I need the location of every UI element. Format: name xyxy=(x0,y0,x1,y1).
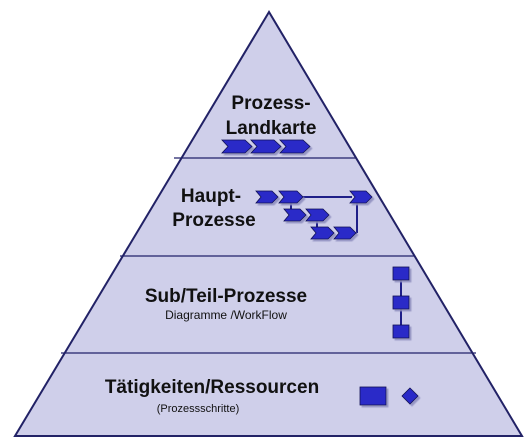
level-taetigkeiten-ressourcen: Tätigkeiten/Ressourcen (Prozessschritte) xyxy=(105,377,419,415)
level-4-title: Tätigkeiten/Ressourcen xyxy=(105,377,319,398)
level-2-title-line-2: Prozesse xyxy=(172,210,255,231)
level-4-subtitle: (Prozessschritte) xyxy=(157,403,240,415)
pyramid-shape xyxy=(13,10,524,437)
level-3-title: Sub/Teil-Prozesse xyxy=(145,286,307,307)
level-2-title-line-1: Haupt- xyxy=(181,186,241,207)
flow-chevron-3 xyxy=(349,190,373,204)
process-flow-icon xyxy=(255,190,373,240)
level-1-title-line-1: Prozess- xyxy=(231,93,310,114)
chevron-chain-icon xyxy=(221,139,311,154)
level-3-subtitle: Diagramme /WorkFlow xyxy=(165,308,287,322)
resource-square xyxy=(359,386,387,406)
flow-chevron-1 xyxy=(255,190,279,204)
workflow-box-1 xyxy=(392,266,410,281)
resource-diamond xyxy=(401,387,419,405)
level-prozess-landkarte: Prozess- Landkarte xyxy=(221,93,317,154)
flow-chevron-6 xyxy=(310,226,335,240)
level-sub-teil-prozesse: Sub/Teil-Prozesse Diagramme /WorkFlow xyxy=(145,266,410,339)
workflow-box-3 xyxy=(392,324,410,339)
flow-chevron-5 xyxy=(305,208,330,222)
flow-chevron-7 xyxy=(333,226,357,240)
flow-chevron-4 xyxy=(283,208,307,222)
level-haupt-prozesse: Haupt- Prozesse xyxy=(172,186,373,240)
flow-chevron-2 xyxy=(278,190,304,204)
workflow-box-2 xyxy=(392,295,410,310)
workflow-boxes-icon xyxy=(392,266,410,339)
square-diamond-icon xyxy=(359,386,419,406)
level-1-title-line-2: Landkarte xyxy=(226,118,317,139)
